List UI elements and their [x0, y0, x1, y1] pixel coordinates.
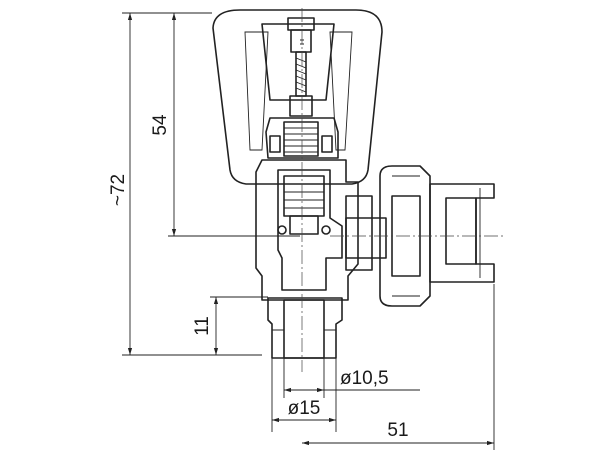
- spindle: [265, 95, 339, 159]
- inlet-spigot: [267, 297, 343, 359]
- dim-label-inner-diameter: ø10,5: [340, 368, 389, 389]
- dim-overall-height: ~72: [108, 12, 262, 356]
- dim-label-outer-diameter: ø15: [288, 398, 321, 419]
- outlet-branch: [345, 195, 387, 271]
- dim-label-width: 51: [387, 420, 408, 441]
- handle: [212, 9, 383, 185]
- dim-inner-diameter: ø10,5: [283, 358, 420, 398]
- handle-screw: [287, 17, 315, 97]
- dim-label-overall-height: ~72: [108, 174, 129, 206]
- valve-body: [255, 159, 359, 301]
- handle-cavity: [261, 23, 335, 101]
- dim-outer-diameter: ø15: [271, 358, 337, 432]
- tailpiece: [429, 183, 495, 283]
- handle-outline: [212, 9, 383, 185]
- dim-width: 51: [302, 284, 495, 450]
- dim-stem-height: 54: [150, 13, 300, 237]
- dim-spigot-length: 11: [192, 296, 268, 355]
- dim-label-spigot-length: 11: [192, 316, 213, 336]
- dim-label-stem-height: 54: [150, 114, 171, 136]
- body-outline: [255, 159, 359, 301]
- union-nut: [379, 165, 431, 307]
